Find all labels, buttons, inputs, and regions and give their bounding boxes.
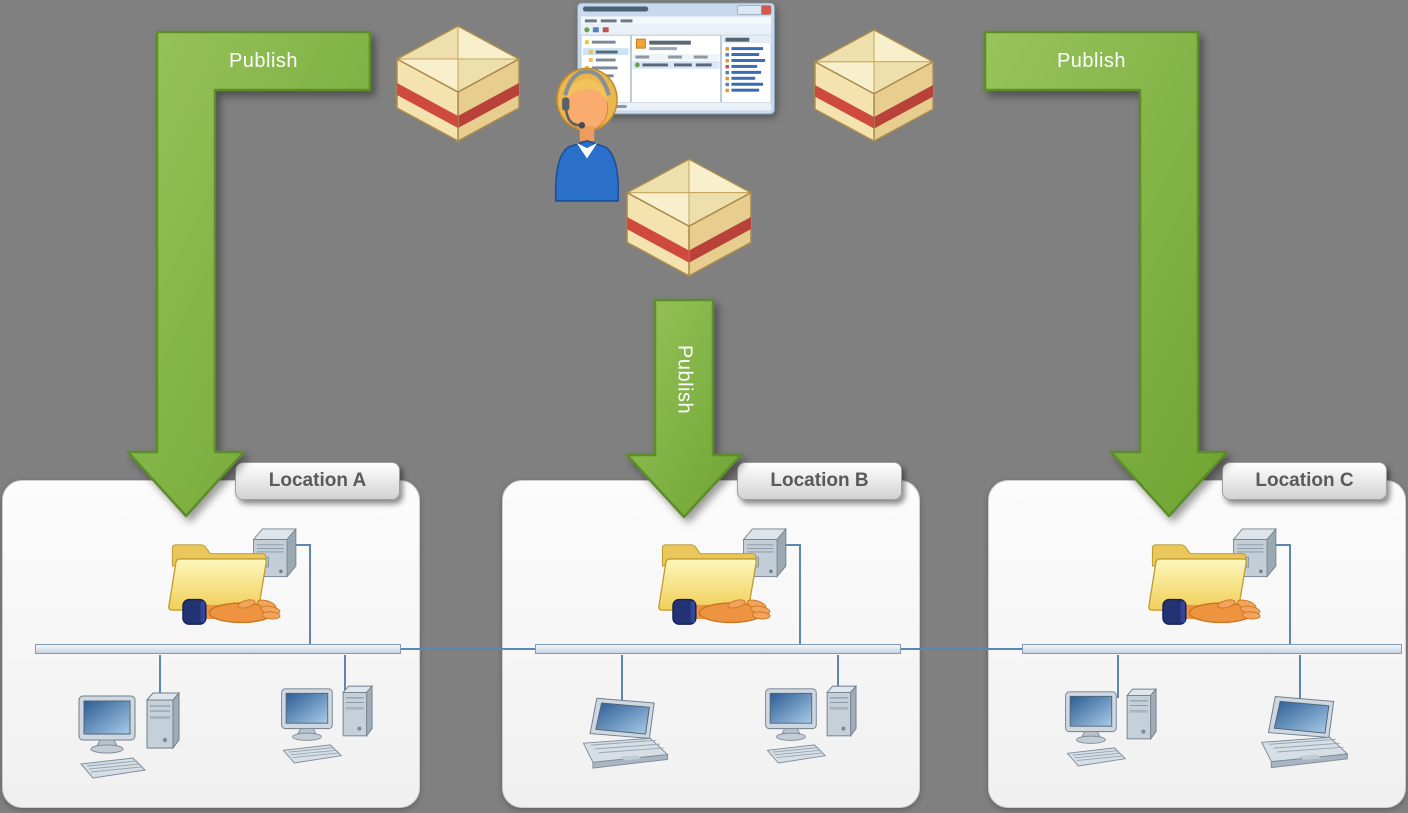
publish-arrow-right xyxy=(983,30,1229,518)
laptop-icon xyxy=(1248,693,1360,777)
laptop-icon xyxy=(570,695,680,777)
network-bus-b xyxy=(535,644,901,654)
publish-arrow-left xyxy=(126,30,372,518)
desktop-pc-icon xyxy=(278,683,382,767)
publish-label-right: Publish xyxy=(1056,49,1127,72)
software-package-icon xyxy=(392,20,524,146)
publish-arrow-middle xyxy=(625,298,743,519)
desktop-pc-icon xyxy=(762,683,866,767)
shared-folder-server-icon xyxy=(160,515,310,640)
location-label: Location A xyxy=(268,470,367,491)
publish-label-middle: Publish xyxy=(673,345,696,415)
shared-folder-server-icon xyxy=(650,515,800,640)
software-package-icon xyxy=(810,24,938,146)
publish-label-left: Publish xyxy=(228,49,299,72)
desktop-pc-icon xyxy=(75,690,190,782)
shared-folder-server-icon xyxy=(1140,515,1290,640)
network-bus-a xyxy=(35,644,401,654)
software-package-icon xyxy=(622,153,756,281)
network-bus-c xyxy=(1022,644,1402,654)
location-tab-b: Location B xyxy=(737,462,902,500)
location-label: Location B xyxy=(770,470,869,491)
desktop-pc-icon xyxy=(1062,686,1166,770)
location-label: Location C xyxy=(1255,470,1354,491)
location-tab-c: Location C xyxy=(1222,462,1387,500)
location-tab-a: Location A xyxy=(235,462,400,500)
